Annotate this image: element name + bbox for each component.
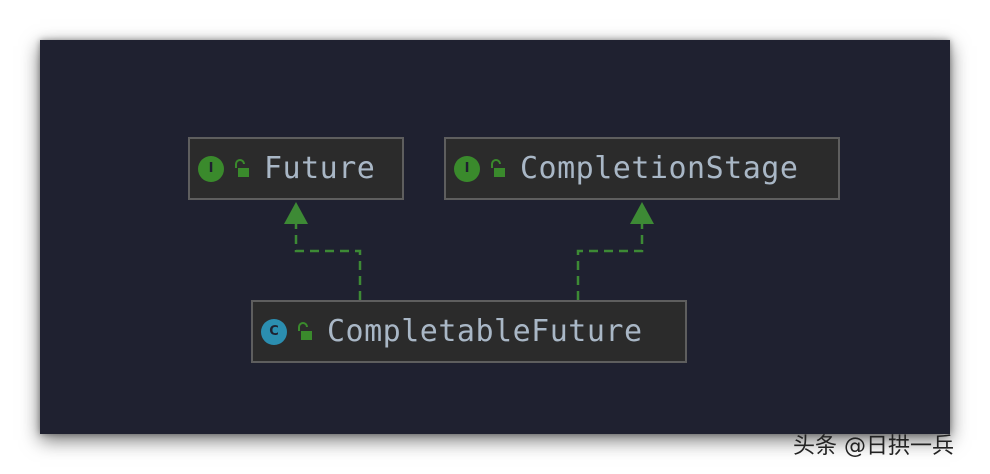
node-label: Future — [264, 151, 376, 186]
open-lock-icon — [298, 321, 312, 340]
class-icon: C — [261, 318, 287, 345]
interface-icon: I — [198, 155, 224, 182]
interface-icon: I — [454, 155, 480, 182]
open-lock-icon — [491, 158, 505, 177]
node-label: CompletableFuture — [327, 314, 643, 349]
diagram-canvas — [40, 40, 950, 434]
open-lock-icon — [235, 158, 249, 177]
node-completablefuture[interactable]: C CompletableFuture — [251, 300, 687, 363]
watermark: 头条 @日拱一兵 — [793, 434, 954, 459]
node-completionstage[interactable]: I CompletionStage — [444, 137, 840, 200]
node-label: CompletionStage — [520, 151, 799, 186]
node-future[interactable]: I Future — [188, 137, 404, 200]
